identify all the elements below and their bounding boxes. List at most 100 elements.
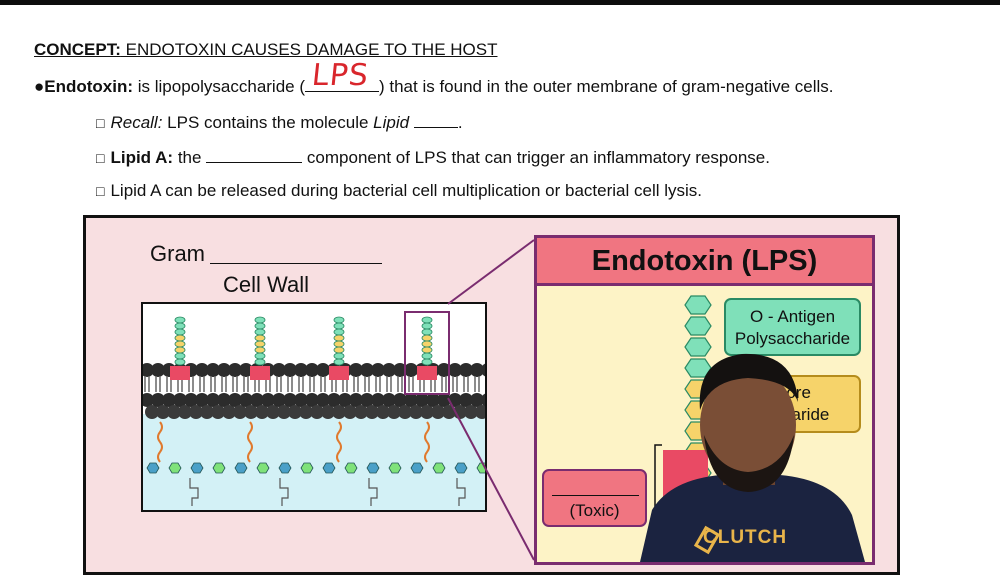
phospholipid-head (217, 393, 231, 407)
phospholipid-head (299, 405, 313, 419)
lipid-a-line: □Lipid A: the component of LPS that can … (96, 147, 770, 167)
membrane-svg (143, 311, 485, 510)
zoom-title: Endotoxin (LPS) (591, 245, 818, 277)
phospholipid-head (151, 393, 165, 407)
phospholipid-head (195, 363, 209, 377)
sugar-unit (174, 358, 186, 366)
checkbox-icon: □ (96, 183, 105, 199)
phospholipid-head (305, 393, 319, 407)
phospholipid-head (283, 363, 297, 377)
phospholipid-head (420, 405, 434, 419)
phospholipid-head (393, 393, 407, 407)
sugar-unit (333, 358, 345, 366)
phospholipid-head (310, 405, 324, 419)
recall-line: □Recall: LPS contains the molecule Lipid… (96, 112, 463, 132)
phospholipid-head (481, 363, 485, 377)
gram-label: Gram (150, 241, 205, 266)
peptidoglycan-unit (454, 462, 468, 474)
phospholipid-head (360, 393, 374, 407)
phospholipid-head (195, 393, 209, 407)
phospholipid-head (382, 363, 396, 377)
phospholipid-head (398, 405, 412, 419)
phospholipid-head (475, 405, 485, 419)
phospholipid-head (437, 363, 451, 377)
phospholipid-head (321, 405, 335, 419)
phospholipid-head (470, 363, 484, 377)
phospholipid-head (189, 405, 203, 419)
phospholipid-head (481, 393, 485, 407)
zoom-header: Endotoxin (LPS) (537, 238, 872, 286)
presenter-hair (699, 353, 798, 410)
phospholipid-head (244, 405, 258, 419)
phospholipid-head (415, 393, 429, 407)
phospholipid-head (437, 393, 451, 407)
phospholipid-head (162, 393, 176, 407)
phospholipid-head (272, 363, 286, 377)
peptidoglycan-unit (322, 462, 336, 474)
component-blank (206, 147, 303, 163)
phospholipid-head (239, 393, 253, 407)
phospholipid-head (365, 405, 379, 419)
presenter-video (640, 353, 865, 562)
phospholipid-head (156, 405, 170, 419)
phospholipid-head (173, 393, 187, 407)
phospholipid-head (459, 393, 473, 407)
phospholipid-head (167, 405, 181, 419)
peptidoglycan-layer (146, 421, 485, 506)
phospholipid-head (371, 393, 385, 407)
phospholipid-head (206, 363, 220, 377)
phospholipid-head (305, 363, 319, 377)
o-antigen-line2: Polysaccharide (734, 329, 851, 348)
peptidoglycan-unit (366, 462, 380, 474)
lipid-a-blank (552, 495, 639, 496)
phospholipid-head (459, 363, 473, 377)
presenter-beard (704, 435, 794, 492)
phospholipid-head (294, 393, 308, 407)
phospholipid-head (382, 393, 396, 407)
phospholipid-head (266, 405, 280, 419)
lipid-a-unit (250, 366, 270, 380)
phospholipid-head (151, 363, 165, 377)
lipid-bilayer (143, 363, 485, 419)
phospholipid-head (277, 405, 291, 419)
lipid-a-label-box: (Toxic) (542, 469, 647, 527)
peptidoglycan-unit (344, 462, 358, 474)
phospholipid-head (200, 405, 214, 419)
lipid-blank (413, 112, 458, 128)
lps-blank (305, 76, 379, 92)
phospholipid-head (145, 405, 159, 419)
zoom-lines (447, 239, 535, 561)
peptidoglycan-unit (432, 462, 446, 474)
peptidoglycan-unit (256, 462, 270, 474)
phospholipid-head (354, 405, 368, 419)
gram-blank (210, 263, 382, 264)
lipid-a-unit (417, 366, 437, 380)
phospholipid-head (206, 393, 220, 407)
lipoprotein (336, 421, 342, 463)
sugar-hexagon (684, 295, 712, 315)
endotoxin-definition: ●Endotoxin: is lipopolysaccharide () tha… (34, 76, 834, 96)
clutch-logo-icon (693, 525, 721, 555)
lipid-a-unit (329, 366, 349, 380)
phospholipid-head (228, 393, 242, 407)
phospholipid-head (316, 363, 330, 377)
phospholipid-head (448, 363, 462, 377)
phospholipid-head (393, 363, 407, 377)
phospholipid-head (404, 363, 418, 377)
sugar-unit (421, 358, 433, 366)
zoom-line-top (447, 239, 535, 305)
phospholipid-head (470, 393, 484, 407)
zoom-line-bottom (447, 397, 535, 561)
phospholipid-head (404, 393, 418, 407)
membrane-diagram (141, 302, 487, 512)
phospholipid-head (316, 393, 330, 407)
phospholipid-head (343, 405, 357, 419)
phospholipid-head (371, 363, 385, 377)
peptidoglycan-unit (300, 462, 314, 474)
peptidoglycan-unit (190, 462, 204, 474)
phospholipid-head (387, 405, 401, 419)
peptidoglycan-unit (234, 462, 248, 474)
peptide-chain (189, 478, 199, 506)
checkbox-icon: □ (96, 115, 105, 131)
phospholipid-head (426, 393, 440, 407)
